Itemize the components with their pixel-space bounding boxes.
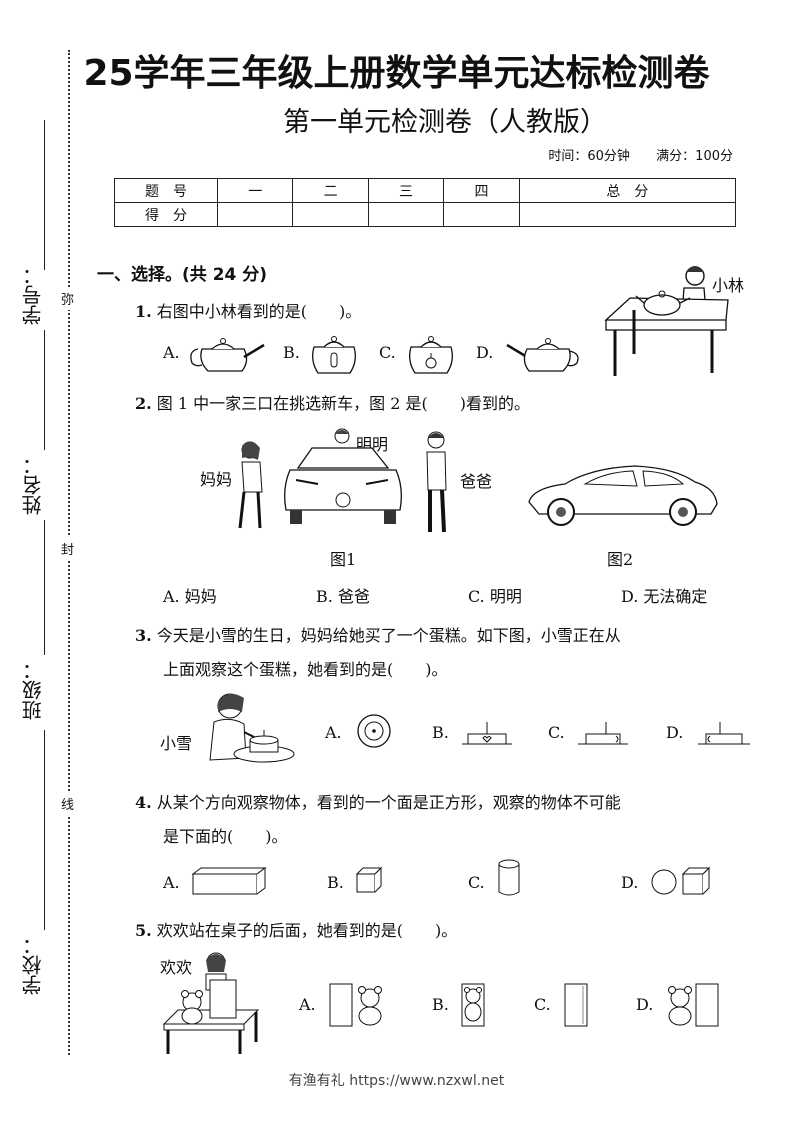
question-2: 2. 图 1 中一家三口在挑选新车，图 2 是( )看到的。 <box>135 390 530 414</box>
girl-cake-figure <box>200 688 300 768</box>
figure-caption: 图2 <box>607 550 634 569</box>
table-row: 题 号 一 二 三 四 总 分 <box>114 178 737 203</box>
score-input-cell[interactable] <box>367 202 445 227</box>
student-id-blank <box>44 120 45 270</box>
question-number: 5. <box>135 921 152 940</box>
table-cell: 总 分 <box>518 178 737 203</box>
page-subtitle: 第一单元检测卷（人教版） <box>283 107 607 138</box>
box-with-bear-icon <box>460 982 486 1028</box>
student-id-label: 学号： <box>21 265 45 325</box>
table-cell: 一 <box>216 178 294 203</box>
option-b[interactable]: B. <box>432 723 449 742</box>
option-b[interactable]: B. 爸爸 <box>316 587 370 606</box>
score-input-cell[interactable] <box>443 202 520 227</box>
cake-side-icon <box>578 720 628 746</box>
seal-mark: 弥 <box>61 287 75 310</box>
figure-label: 妈妈 <box>200 470 233 489</box>
question-5: 5. 欢欢站在桌子的后面，她看到的是( )。 <box>135 917 457 941</box>
class-label: 班级： <box>21 660 45 720</box>
figure-label: 小雪 <box>160 734 193 753</box>
question-number: 4. <box>135 793 152 812</box>
table-cell: 三 <box>367 178 445 203</box>
option-d[interactable]: D. <box>476 343 494 362</box>
table-cell: 得 分 <box>114 202 218 227</box>
question-1: 1. 右图中小林看到的是( )。 <box>135 298 361 322</box>
figure-label: 小林 <box>712 276 745 295</box>
option-d[interactable]: D. <box>666 723 684 742</box>
option-a[interactable]: A. <box>163 343 180 362</box>
cake-side-heart-icon <box>462 720 512 746</box>
question-text: 上面观察这个蛋糕，她看到的是( )。 <box>163 660 448 679</box>
option-c[interactable]: C. <box>379 343 396 362</box>
option-b[interactable]: B. <box>327 873 344 892</box>
exam-meta: 时间：60分钟 满分：100分 <box>548 145 733 164</box>
table-cell: 二 <box>292 178 369 203</box>
seal-mark: 封 <box>61 537 75 560</box>
question-text: 从某个方向观察物体，看到的一个面是正方形，观察的物体不可能 <box>156 793 621 812</box>
family-car-figure <box>232 428 462 540</box>
box-icon <box>563 982 589 1028</box>
sphere-and-cube-icon <box>651 866 711 896</box>
option-b[interactable]: B. <box>432 995 449 1014</box>
option-c[interactable]: C. <box>468 873 485 892</box>
score-table: 题 号 一 二 三 四 总 分 得 分 <box>114 178 737 227</box>
question-number: 1. <box>135 302 152 321</box>
question-3: 3. 今天是小雪的生日，妈妈给她买了一个蛋糕。如下图，小雪正在从 <box>135 622 621 646</box>
cake-top-view-icon <box>356 713 392 749</box>
cube-icon <box>355 866 383 894</box>
question-text: 图 1 中一家三口在挑选新车，图 2 是( )看到的。 <box>156 394 530 413</box>
page-title: 25学年三年级上册数学单元达标检测卷 <box>83 53 710 94</box>
table-teapot-figure <box>600 266 740 376</box>
option-b[interactable]: B. <box>283 343 300 362</box>
box-and-bear-icon <box>328 982 386 1028</box>
cake-side-icon <box>698 720 750 746</box>
full-score: 满分：100分 <box>656 149 733 164</box>
name-blank <box>44 330 45 450</box>
section-heading: 一、选择。(共 24 分) <box>97 265 268 285</box>
question-number: 2. <box>135 394 152 413</box>
bear-and-box-icon <box>664 982 722 1028</box>
question-text: 是下面的( )。 <box>163 827 288 846</box>
option-a[interactable]: A. <box>325 723 342 742</box>
cuboid-icon <box>191 866 267 896</box>
cylinder-icon <box>497 858 521 898</box>
name-label: 姓名： <box>21 455 45 515</box>
question-number: 3. <box>135 626 152 645</box>
option-c[interactable]: C. <box>548 723 565 742</box>
option-c[interactable]: C. 明明 <box>468 587 522 606</box>
question-text: 今天是小雪的生日，妈妈给她买了一个蛋糕。如下图，小雪正在从 <box>156 626 621 645</box>
option-a[interactable]: A. 妈妈 <box>163 587 217 606</box>
car-side-figure <box>525 462 720 528</box>
seal-mark: 线 <box>61 792 75 815</box>
table-cell: 题 号 <box>114 178 218 203</box>
figure-caption: 图1 <box>330 550 357 569</box>
question-text: 欢欢站在桌子的后面，她看到的是( )。 <box>156 921 458 940</box>
footer-watermark: 有渔有礼 https://www.nzxwl.net <box>288 1073 505 1089</box>
question-4: 4. 从某个方向观察物体，看到的一个面是正方形，观察的物体不可能 <box>135 789 621 813</box>
question-text: 右图中小林看到的是( )。 <box>156 302 362 321</box>
school-label: 学校： <box>21 935 45 995</box>
score-input-cell[interactable] <box>292 202 369 227</box>
figure-label: 欢欢 <box>160 958 193 977</box>
score-input-cell[interactable] <box>518 202 737 227</box>
teapot-side-icon <box>188 335 268 373</box>
table-cell: 四 <box>443 178 520 203</box>
score-input-cell[interactable] <box>216 202 294 227</box>
option-d[interactable]: D. <box>621 873 639 892</box>
school-blank <box>44 730 45 930</box>
option-a[interactable]: A. <box>163 873 180 892</box>
teapot-back-icon <box>407 333 455 375</box>
desk-bear-figure <box>160 950 265 1054</box>
class-blank <box>44 520 45 655</box>
teapot-side-icon <box>503 335 583 373</box>
option-d[interactable]: D. <box>636 995 654 1014</box>
time-limit: 时间：60分钟 <box>548 149 630 164</box>
option-a[interactable]: A. <box>299 995 316 1014</box>
table-row: 得 分 <box>114 202 737 227</box>
teapot-front-icon <box>310 333 358 375</box>
option-c[interactable]: C. <box>534 995 551 1014</box>
figure-label: 爸爸 <box>460 472 493 491</box>
option-d[interactable]: D. 无法确定 <box>621 587 708 606</box>
